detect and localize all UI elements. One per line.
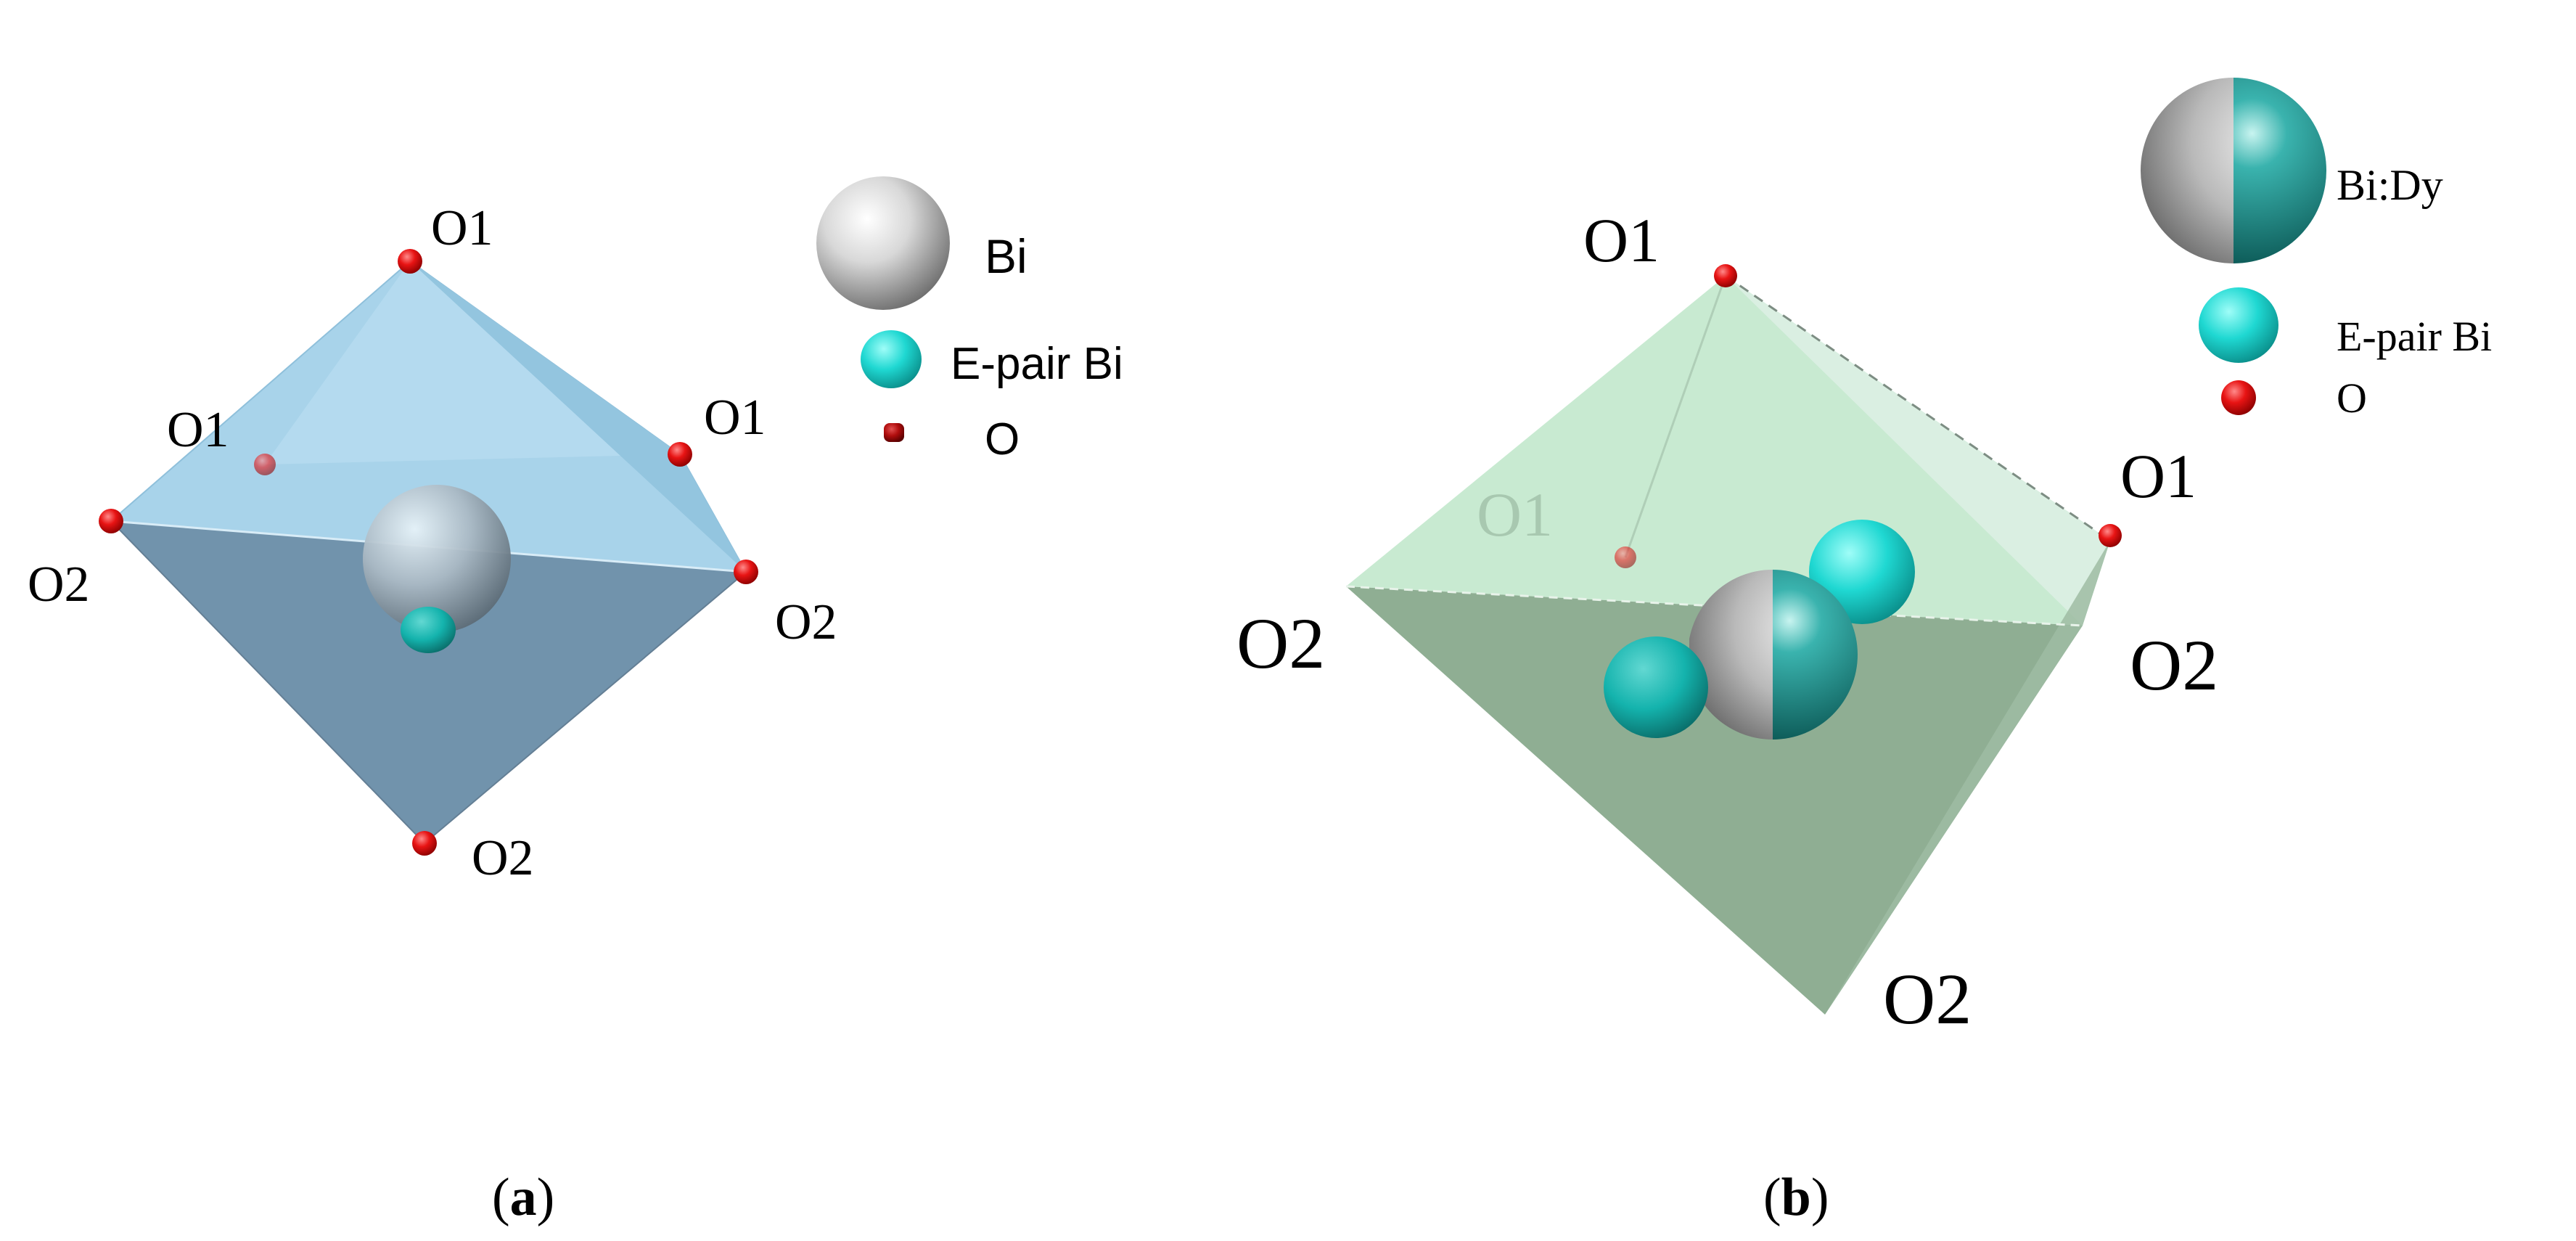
label-o2-bottom-a: O2 [472, 830, 534, 886]
label-o1-top-a: O1 [431, 200, 493, 256]
legend-bidy-icon [2141, 78, 2326, 263]
legend-o-label-a: O [985, 414, 1020, 464]
oxygen-atom-o1-left-a [254, 454, 276, 475]
legend-epair-icon-a [861, 330, 922, 388]
oxygen-atom-o1-top-b [1714, 264, 1737, 287]
caption-a: (a) [492, 1168, 554, 1227]
caption-b: (b) [1763, 1168, 1829, 1227]
legend-b: Bi:Dy E-pair Bi O [2141, 78, 2492, 422]
bi-atom-central-a [363, 485, 511, 633]
legend-epair-label-b: E-pair Bi [2337, 313, 2492, 360]
octahedron-b-lower-face [1346, 586, 2083, 1015]
oxygen-atom-o1-right-a [668, 442, 692, 467]
octahedron-a [109, 260, 748, 845]
legend-o-icon-a [884, 423, 904, 442]
bidy-atom-central-b [1689, 570, 1858, 740]
label-o2-right-a: O2 [775, 594, 837, 650]
epair-central-a [401, 607, 456, 653]
legend-bidy-label: Bi:Dy [2337, 161, 2443, 209]
oxygen-atom-o1-back-b [1615, 546, 1636, 568]
label-o2-bottom-b: O2 [1883, 959, 1972, 1039]
label-o1-right-b: O1 [2120, 441, 2196, 511]
legend-bi-label: Bi [985, 229, 1027, 283]
octahedron-b-lower-right-face [1825, 541, 2110, 1015]
label-o2-left-a: O2 [28, 557, 90, 613]
epair-central-b-lower [1604, 636, 1708, 738]
label-o1-back-b: O1 [1477, 480, 1553, 549]
legend-o-icon-b [2221, 380, 2256, 415]
oxygen-atom-o1-top-a [398, 249, 422, 274]
panel-a: O1 O1 O1 O2 O2 O2 Bi E-pair Bi O (a) [28, 176, 1123, 1227]
label-o1-right-a: O1 [704, 390, 766, 446]
octahedron-b-upper-face [1346, 276, 2110, 626]
label-o1-top-b: O1 [1583, 205, 1660, 275]
octahedron-b-right-face [1726, 276, 2110, 626]
octahedron-a-right-face [410, 261, 746, 572]
label-o2-left-b: O2 [1236, 603, 1325, 684]
legend-bi-icon [816, 176, 950, 310]
legend-epair-icon-b [2199, 287, 2278, 363]
panel-b: O1 O1 O1 O2 O2 O2 Bi:Dy E-pair Bi O (b) [1236, 78, 2492, 1227]
octahedron-b [1345, 274, 2111, 1015]
legend-epair-label-a: E-pair Bi [951, 339, 1123, 389]
oxygen-atom-o2-left-a [99, 509, 123, 533]
octahedron-b-dashed-edge [1725, 274, 2111, 542]
oxygen-atom-o2-right-a [734, 560, 758, 584]
oxygen-atom-o1-right-b [2099, 524, 2122, 547]
legend-a: Bi E-pair Bi O [816, 176, 1123, 464]
oxygen-atom-o2-bottom-a [412, 831, 437, 856]
label-o1-left-a: O1 [167, 402, 229, 458]
legend-o-label-b: O [2337, 374, 2367, 422]
label-o2-right-b: O2 [2130, 625, 2218, 705]
octahedron-b-back-edge [1624, 275, 1727, 558]
